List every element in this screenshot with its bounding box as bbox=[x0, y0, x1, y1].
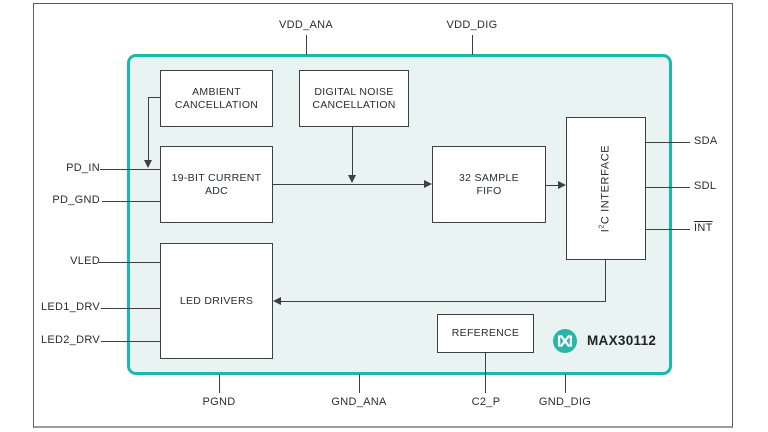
maxim-integrated-logo-icon bbox=[553, 329, 577, 353]
wire-adc-to-fifo bbox=[273, 184, 425, 185]
block-current-adc: 19-BIT CURRENT ADC bbox=[160, 146, 273, 223]
block-ambient-cancellation: AMBIENT CANCELLATION bbox=[160, 70, 273, 127]
pin-label-vdd-dig: VDD_DIG bbox=[446, 19, 498, 31]
wire-int bbox=[645, 229, 690, 230]
pin-label-pd-gnd: PD_GND bbox=[52, 194, 100, 206]
arrowhead-right-icon bbox=[558, 181, 566, 189]
block-label: 32 SAMPLE bbox=[459, 171, 519, 184]
block-label: 19-BIT CURRENT ADC bbox=[171, 171, 262, 197]
pin-label-gnd-dig: GND_DIG bbox=[538, 396, 592, 408]
block-label: AMBIENT bbox=[192, 85, 241, 98]
block-digital-noise-cancellation: DIGITAL NOISE CANCELLATION bbox=[299, 70, 409, 127]
wire-led1-drv bbox=[101, 308, 160, 309]
pin-label-gnd-ana: GND_ANA bbox=[331, 396, 387, 408]
wire-gnd-ana bbox=[359, 374, 360, 393]
block-i2c-interface: I2C INTERFACE bbox=[566, 117, 646, 260]
wire-sda bbox=[645, 142, 690, 143]
pin-label-pd-in: PD_IN bbox=[66, 162, 100, 174]
pin-label-c2-p: C2_P bbox=[471, 396, 501, 408]
pin-label-sda: SDA bbox=[694, 135, 718, 147]
wire-sdl bbox=[645, 187, 690, 188]
block-fifo: 32 SAMPLE FIFO bbox=[432, 146, 546, 223]
wire-i2c-down bbox=[605, 259, 606, 301]
block-reference: REFERENCE bbox=[437, 314, 534, 353]
wire-pd-in bbox=[100, 169, 160, 170]
pin-label-vled: VLED bbox=[70, 255, 100, 267]
block-label: CANCELLATION bbox=[174, 98, 259, 111]
block-label-rotated: I2C INTERFACE bbox=[598, 144, 612, 233]
arrowhead-down-icon bbox=[144, 160, 152, 168]
pin-label-sdl: SDL bbox=[694, 180, 717, 192]
arrowhead-right-icon bbox=[424, 180, 432, 188]
wire-pgnd bbox=[219, 374, 220, 393]
block-label: LED DRIVERS bbox=[179, 294, 254, 307]
arrowhead-left-icon bbox=[273, 297, 281, 305]
pin-label-led2-drv: LED2_DRV bbox=[40, 334, 100, 346]
wire-vdd-ana bbox=[306, 35, 307, 55]
block-led-drivers: LED DRIVERS bbox=[160, 243, 273, 359]
wire-vdd-dig bbox=[472, 35, 473, 55]
wire-led2-drv bbox=[101, 341, 160, 342]
block-label: FIFO bbox=[476, 184, 502, 197]
wire-dnc-down bbox=[352, 127, 353, 176]
wire-ambient-feedback-v bbox=[148, 97, 149, 160]
arrowhead-down-icon bbox=[348, 175, 356, 183]
pin-label-pgnd: PGND bbox=[202, 396, 236, 408]
pin-label-led1-drv: LED1_DRV bbox=[40, 301, 100, 313]
wire-pd-gnd bbox=[102, 201, 160, 202]
wire-gnd-dig bbox=[565, 374, 566, 393]
wire-ambient-feedback-h bbox=[148, 97, 160, 98]
wire-fifo-to-i2c bbox=[546, 185, 559, 186]
part-number: MAX30112 bbox=[587, 333, 657, 348]
wire-vled bbox=[99, 262, 160, 263]
block-label: DIGITAL NOISE bbox=[314, 85, 394, 98]
wire-c2p bbox=[485, 352, 486, 393]
wire-i2c-to-led-drivers bbox=[281, 301, 606, 302]
block-label: REFERENCE bbox=[451, 327, 520, 339]
pin-label-int-active-low: INT bbox=[694, 222, 713, 234]
pin-label-vdd-ana: VDD_ANA bbox=[278, 19, 334, 31]
block-label: CANCELLATION bbox=[312, 98, 396, 111]
